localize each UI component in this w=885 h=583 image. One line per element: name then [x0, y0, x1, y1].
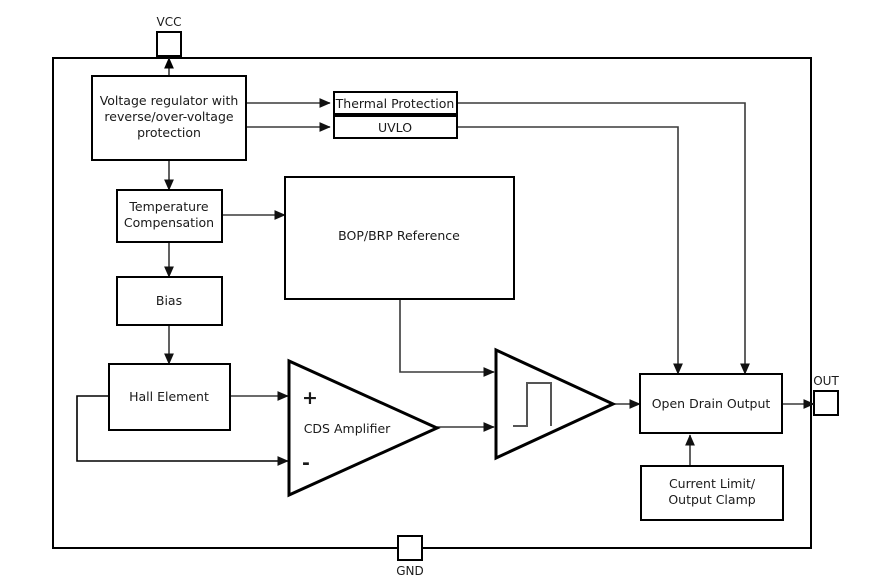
block-open-drain-output-label: Open Drain Output: [652, 396, 771, 411]
cds-amplifier-plus-sign: +: [302, 387, 318, 409]
block-open-drain-output-rect[interactable]: [639, 373, 783, 434]
block-temperature-compensation-line-1: Temperature: [128, 199, 208, 214]
pin-out-label: OUT: [813, 374, 839, 388]
block-voltage-regulator-line-2: reverse/over-voltage: [104, 109, 233, 124]
block-temperature-compensation-rect[interactable]: [116, 189, 223, 243]
block-uvlo[interactable]: UVLO: [333, 115, 458, 139]
pin-gnd: GND: [396, 535, 424, 578]
cds-amplifier-minus-sign: -: [302, 452, 310, 474]
block-hall-element[interactable]: Hall Element: [108, 363, 231, 431]
wire-hall-feedback-to-amp-minus: [76, 395, 289, 466]
block-cds-amplifier-triangle[interactable]: [287, 358, 441, 498]
block-voltage-regulator-line-3: protection: [137, 125, 201, 140]
block-bias-rect[interactable]: [116, 276, 223, 326]
block-temperature-compensation-line-2: Compensation: [124, 215, 214, 230]
pin-out: OUT: [813, 374, 839, 416]
pin-vcc: VCC: [156, 15, 182, 57]
pin-gnd-pad: [397, 535, 423, 561]
block-thermal-protection[interactable]: Thermal Protection: [333, 91, 458, 115]
wire-reference-to-comparator: [399, 299, 495, 377]
block-comparator-triangle[interactable]: [494, 347, 617, 461]
hysteresis-icon: [513, 382, 552, 427]
wire-thermal-to-open-drain: [457, 102, 750, 375]
block-cds-amplifier-label: CDS Amplifier: [304, 421, 391, 436]
wire-uvlo-to-open-drain: [457, 126, 683, 375]
block-current-limit-output-clamp-line-2: Output Clamp: [668, 492, 755, 507]
block-thermal-protection-rect[interactable]: [333, 91, 458, 115]
block-hall-element-rect[interactable]: [108, 363, 231, 431]
block-current-limit-output-clamp-rect[interactable]: [640, 465, 784, 521]
block-cds-amplifier[interactable]: + - CDS Amplifier: [287, 358, 441, 498]
block-voltage-regulator-rect[interactable]: [91, 75, 247, 161]
block-comparator[interactable]: [494, 347, 617, 461]
block-bop-brp-reference-label: BOP/BRP Reference: [338, 228, 460, 243]
block-bias-label: Bias: [156, 293, 182, 308]
pin-vcc-pad: [156, 31, 182, 57]
block-temperature-compensation[interactable]: Temperature Compensation: [116, 189, 223, 243]
block-open-drain-output[interactable]: Open Drain Output: [639, 373, 783, 434]
pin-out-pad: [813, 390, 839, 416]
chip-outline: [52, 57, 812, 549]
block-voltage-regulator[interactable]: Voltage regulator with reverse/over-volt…: [91, 75, 247, 161]
pin-vcc-label: VCC: [157, 15, 182, 29]
block-bop-brp-reference[interactable]: BOP/BRP Reference: [284, 176, 515, 300]
block-current-limit-output-clamp-line-1: Current Limit/: [669, 476, 756, 491]
block-bias[interactable]: Bias: [116, 276, 223, 326]
block-hall-element-label: Hall Element: [129, 389, 209, 404]
block-uvlo-label: UVLO: [378, 120, 412, 135]
pin-gnd-label: GND: [396, 564, 424, 578]
block-thermal-protection-label: Thermal Protection: [335, 96, 455, 111]
block-current-limit-output-clamp[interactable]: Current Limit/ Output Clamp: [640, 465, 784, 521]
block-voltage-regulator-line-1: Voltage regulator with: [100, 93, 239, 108]
block-uvlo-rect[interactable]: [333, 115, 458, 139]
block-bop-brp-reference-rect[interactable]: [284, 176, 515, 300]
